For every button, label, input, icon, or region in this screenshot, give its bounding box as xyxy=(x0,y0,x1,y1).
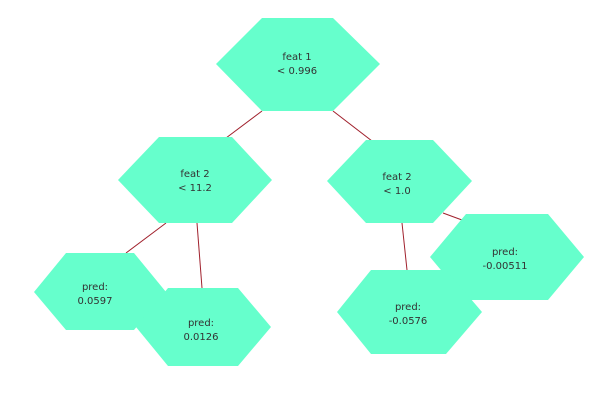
node-root: feat 1 < 0.996 xyxy=(216,18,380,111)
node-left-split-label: feat 2 xyxy=(180,169,209,180)
node-root-label: feat 1 xyxy=(282,52,311,63)
edge-left-split-leaf-ll xyxy=(125,222,167,254)
node-right-split-label: feat 2 xyxy=(382,172,411,183)
edge-right-split-leaf-rr xyxy=(442,212,463,221)
node-leaf-rl: pred: -0.0576 xyxy=(337,270,482,354)
node-leaf-lr-label: pred: xyxy=(188,318,214,329)
node-leaf-rr: pred: -0.00511 xyxy=(430,214,584,300)
node-leaf-rl-shape xyxy=(337,270,482,354)
edge-left-split-leaf-lr xyxy=(196,222,203,289)
node-root-shape xyxy=(216,18,380,111)
node-leaf-rl-value: -0.0576 xyxy=(389,316,428,327)
node-leaf-lr-value: 0.0126 xyxy=(184,332,219,343)
node-root-condition: < 0.996 xyxy=(277,66,317,77)
edges xyxy=(125,110,463,289)
node-right-split-shape xyxy=(327,140,472,223)
edge-right-split-leaf-rl xyxy=(401,222,408,271)
node-leaf-ll-label: pred: xyxy=(82,282,108,293)
node-leaf-rr-label: pred: xyxy=(492,247,518,258)
node-leaf-ll-shape xyxy=(34,253,166,330)
node-leaf-ll-value: 0.0597 xyxy=(78,296,113,307)
node-leaf-rl-label: pred: xyxy=(395,302,421,313)
node-left-split-shape xyxy=(118,137,272,223)
node-left-split-condition: < 11.2 xyxy=(178,183,212,194)
node-leaf-lr-shape xyxy=(136,288,271,366)
node-leaf-rr-shape xyxy=(430,214,584,300)
node-right-split-condition: < 1.0 xyxy=(383,186,410,197)
edge-root-left-split xyxy=(225,110,263,139)
node-leaf-lr: pred: 0.0126 xyxy=(136,288,271,366)
node-leaf-ll: pred: 0.0597 xyxy=(34,253,166,330)
node-left-split: feat 2 < 11.2 xyxy=(118,137,272,223)
edge-root-right-split xyxy=(332,110,373,142)
node-right-split: feat 2 < 1.0 xyxy=(327,140,472,223)
node-leaf-rr-value: -0.00511 xyxy=(483,261,528,272)
